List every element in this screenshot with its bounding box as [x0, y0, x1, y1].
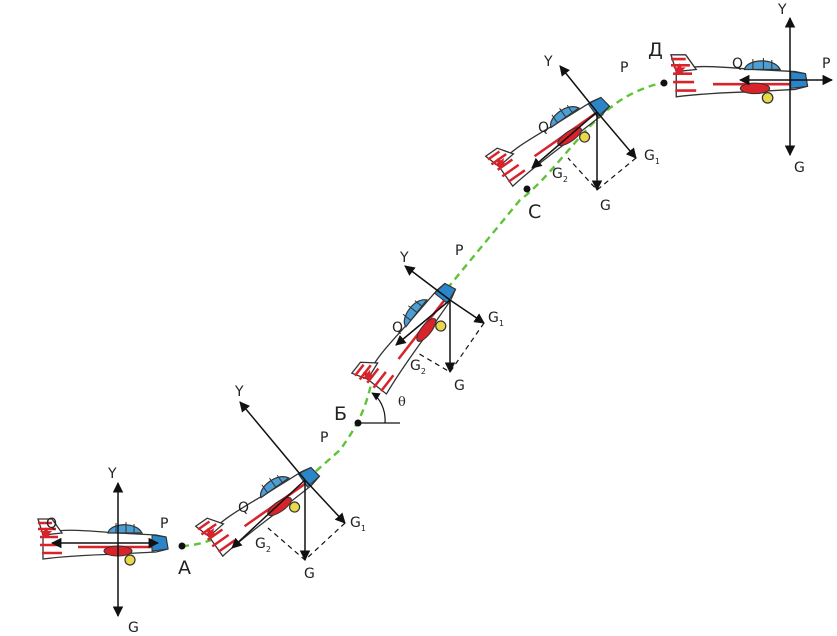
point-a-label: А	[178, 557, 191, 579]
point-b-label: Б	[334, 403, 347, 425]
weight-label-climb: G	[454, 378, 465, 394]
lift-label-d: Y	[777, 2, 787, 18]
plane-level-a	[36, 517, 170, 567]
g1-label-pullup: G	[350, 515, 361, 531]
svg-text:G2: G2	[410, 358, 426, 376]
weight-label-pullup: G	[304, 566, 315, 582]
g2-label-pullup: G	[255, 536, 266, 552]
point-c-marker	[523, 185, 531, 193]
g2-label-transition: G	[552, 166, 563, 182]
lift-label-a: Y	[107, 466, 117, 482]
thrust-label-d: P	[822, 56, 830, 72]
drag-label-transition: Q	[538, 120, 549, 136]
forces-plane-d: Y G P Q	[732, 2, 834, 176]
svg-text:G2: G2	[552, 166, 568, 184]
g2-sub-pullup: 2	[266, 545, 271, 554]
lift-label-climb: Y	[399, 250, 409, 266]
drag-label-a: Q	[46, 516, 57, 532]
point-d-marker	[660, 79, 668, 87]
lift-label-pullup: Y	[234, 384, 244, 400]
point-d-label: Д	[648, 39, 663, 61]
point-a-marker	[178, 542, 186, 550]
thrust-label-transition: P	[620, 60, 628, 76]
thrust-label-pullup: P	[320, 430, 328, 446]
g1-sub-climb: 1	[499, 319, 504, 328]
lift-label-transition: Y	[543, 54, 553, 70]
thrust-label-a: P	[160, 516, 168, 532]
drag-label-d: Q	[732, 56, 743, 72]
drag-label-pullup: Q	[238, 500, 249, 516]
svg-text:G1: G1	[488, 310, 504, 328]
angle-arc	[371, 392, 386, 424]
g1-label-transition: G	[644, 148, 655, 164]
weight-label-a: G	[128, 620, 139, 636]
g2-label-climb: G	[410, 358, 421, 374]
forces-plane-transition: Y P Q G1 G2 G	[531, 54, 660, 214]
forces-plane-a: Y G P Q	[46, 466, 168, 636]
thrust-label-climb: P	[455, 243, 463, 259]
forces-plane-pullup: Y P Q G1 G2 G	[231, 384, 366, 582]
g1-label-climb: G	[488, 310, 499, 326]
svg-text:G1: G1	[644, 148, 660, 166]
g1-sub-transition: 1	[655, 157, 660, 166]
angle-label: θ	[398, 395, 406, 410]
weight-label-d: G	[794, 160, 805, 176]
g1-sub-pullup: 1	[361, 524, 366, 533]
g2-sub-climb: 2	[421, 367, 426, 376]
g2-sub-transition: 2	[563, 175, 568, 184]
weight-label-transition: G	[600, 198, 611, 214]
drag-label-climb: Q	[392, 320, 403, 336]
forces-plane-climb: Y P Q G1 G2 G	[392, 243, 504, 394]
svg-text:G2: G2	[255, 536, 271, 554]
point-c-label: С	[528, 201, 541, 223]
svg-text:G1: G1	[350, 515, 366, 533]
